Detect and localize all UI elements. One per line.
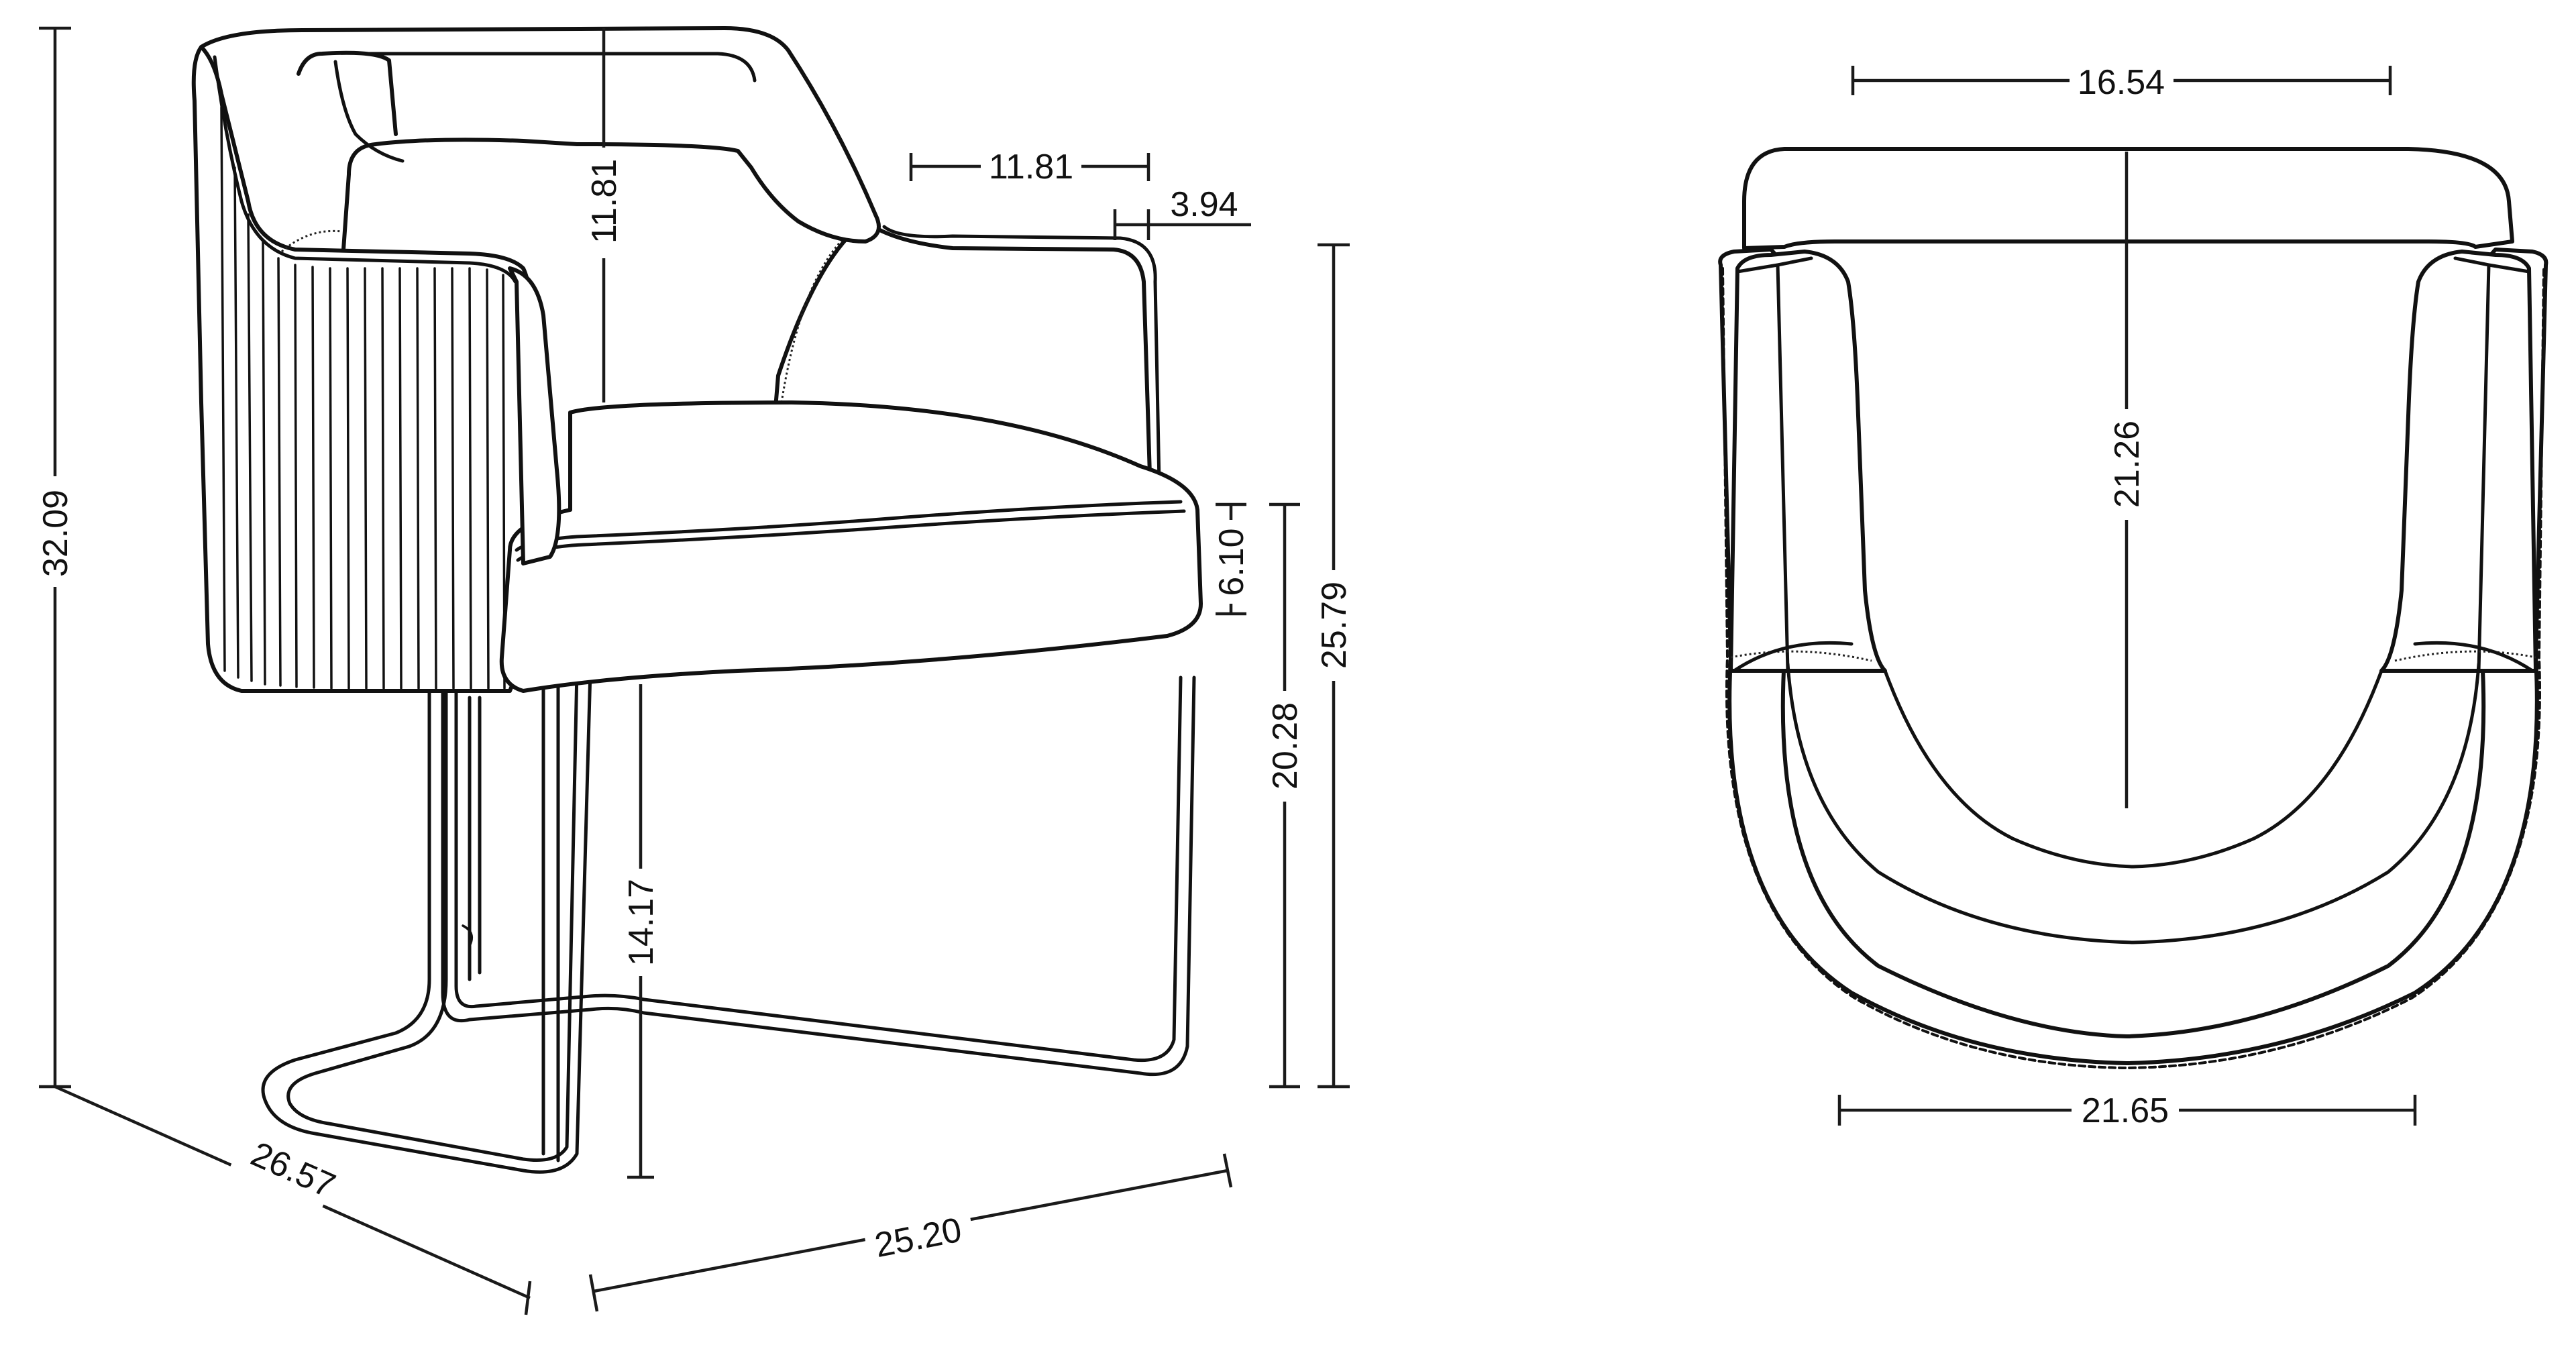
chair-backrest (199, 26, 881, 404)
chair-arm-left-front (508, 266, 561, 565)
label-overall-height: 32.09 (36, 490, 75, 577)
dimension-seat-cushion-thickness: 6.10 (1212, 502, 1251, 616)
top-view-backrest (1742, 147, 2514, 250)
label-front-width: 21.65 (2082, 1091, 2169, 1130)
label-seat-cushion-thickness: 6.10 (1212, 528, 1251, 596)
top-view-arm-left (1729, 250, 1887, 673)
top-view-outer-shell (1718, 248, 2548, 1065)
label-arm-height: 25.79 (1315, 582, 1354, 669)
label-arm-width: 3.94 (1170, 185, 1238, 224)
dimension-front-width: 21.65 (1837, 1090, 2417, 1132)
top-view-seat-outer (1786, 662, 2481, 944)
chair-seat-cushion (499, 400, 1203, 693)
dimension-under-seat-clearance: 14.17 (622, 684, 661, 1179)
dimension-arm-height: 25.79 (1315, 243, 1354, 1089)
dimension-depth: 26.57 (54, 1085, 532, 1315)
label-arm-length: 11.81 (989, 148, 1073, 186)
dimension-width: 25.20 (588, 1153, 1233, 1312)
chair-fluted-side-panel (191, 45, 535, 693)
label-inner-back-width: 16.54 (2078, 63, 2165, 102)
label-seat-height: 20.28 (1266, 702, 1305, 790)
dimension-arm-length: 11.81 (909, 144, 1150, 186)
perspective-view: 32.09 11.81 11.81 3.94 25.79 (36, 26, 1354, 1315)
dimension-seat-height: 20.28 (1266, 502, 1305, 1089)
dimension-inner-back-width: 16.54 (1851, 62, 2392, 102)
label-seat-depth: 21.26 (2108, 421, 2147, 508)
dimension-overall-height: 32.09 (36, 26, 75, 1089)
dimension-seat-depth: 21.26 (2106, 152, 2147, 808)
label-under-seat-clearance: 14.17 (622, 879, 661, 966)
dimension-backrest-height: 11.81 (585, 28, 624, 402)
dimension-arm-width: 3.94 (1113, 185, 1251, 240)
top-view-seat-inner (1883, 669, 2383, 869)
label-backrest-height: 11.81 (585, 159, 624, 243)
chair-base-frame (261, 669, 1196, 1174)
top-view: 16.54 21.26 21.65 (1718, 62, 2548, 1132)
top-view-arm-right (2379, 250, 2538, 673)
flute-lines (220, 106, 506, 690)
